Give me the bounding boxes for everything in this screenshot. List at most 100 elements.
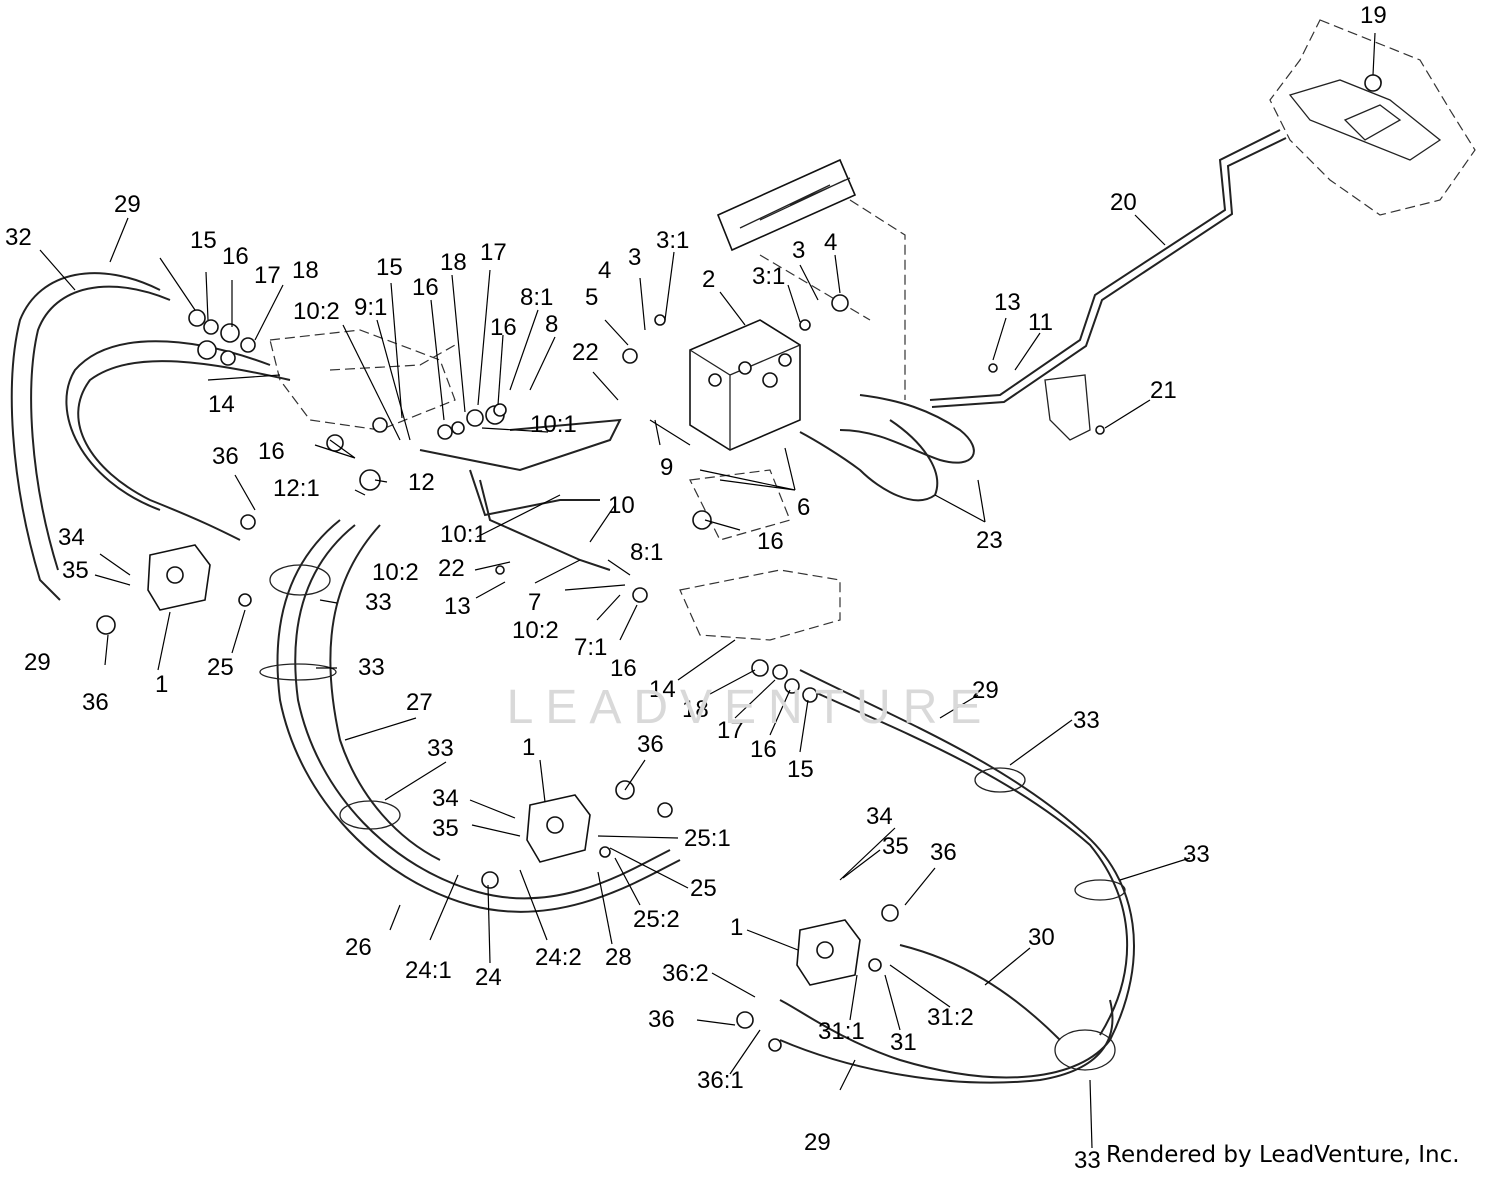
callout-label: 36 bbox=[212, 443, 239, 470]
callout-label: 17 bbox=[254, 262, 281, 289]
callout-label: 1 bbox=[522, 734, 535, 761]
callout-label: 19 bbox=[1360, 2, 1387, 29]
side-bracket bbox=[1044, 374, 1091, 441]
callout-label: 17 bbox=[717, 717, 744, 744]
callout-label: 10:1 bbox=[440, 521, 487, 548]
callout-labels: 19 20 29 32 15 16 17 18 15 16 18 17 10:2… bbox=[5, 2, 1387, 1174]
callout-label: 16 bbox=[490, 314, 517, 341]
callout-label: 29 bbox=[804, 1129, 831, 1156]
callout-label: 7 bbox=[528, 589, 541, 616]
control-valve bbox=[689, 319, 801, 451]
callout-label: 15 bbox=[376, 254, 403, 281]
callout-label: 31:1 bbox=[818, 1018, 865, 1045]
callout-label: 27 bbox=[406, 689, 433, 716]
callout-label: 16 bbox=[222, 243, 249, 270]
leader-lines bbox=[39, 32, 1376, 1149]
callout-label: 22 bbox=[572, 339, 599, 366]
callout-label: 1 bbox=[155, 671, 168, 698]
callout-label: 33 bbox=[1074, 1147, 1101, 1174]
callout-label: 20 bbox=[1110, 189, 1137, 216]
callout-label: 3:1 bbox=[656, 227, 689, 254]
callout-label: 25:1 bbox=[684, 825, 731, 852]
callout-label: 33 bbox=[358, 654, 385, 681]
motor-left bbox=[147, 544, 211, 611]
callout-label: 34 bbox=[432, 785, 459, 812]
hoses-23 bbox=[799, 394, 975, 502]
callout-label: 16 bbox=[412, 274, 439, 301]
callout-label: 30 bbox=[1028, 924, 1055, 951]
callout-label: 29 bbox=[24, 649, 51, 676]
watermark: LEADVENTURE bbox=[506, 681, 994, 734]
callout-label: 12:1 bbox=[273, 475, 320, 502]
center-bracket bbox=[679, 469, 841, 641]
callout-label: 10:2 bbox=[293, 298, 340, 325]
callout-label: 16 bbox=[757, 528, 784, 555]
callout-label: 35 bbox=[62, 557, 89, 584]
callout-label: 29 bbox=[114, 191, 141, 218]
callout-label: 15 bbox=[190, 227, 217, 254]
main-hose-bundle bbox=[276, 519, 1135, 1084]
callout-label: 14 bbox=[649, 676, 676, 703]
callout-label: 3 bbox=[628, 244, 641, 271]
callout-label: 24:1 bbox=[405, 957, 452, 984]
callout-label: 36 bbox=[930, 839, 957, 866]
callout-label: 25 bbox=[207, 654, 234, 681]
callout-label: 5 bbox=[585, 284, 598, 311]
callout-label: 16 bbox=[750, 736, 777, 763]
callout-label: 10:1 bbox=[530, 411, 577, 438]
callout-label: 33 bbox=[1183, 841, 1210, 868]
rear-frame-bracket bbox=[1269, 19, 1476, 216]
rendered-by-credit: Rendered by LeadVenture, Inc. bbox=[1106, 1142, 1460, 1168]
callout-label: 4 bbox=[824, 229, 837, 256]
left-bracket bbox=[269, 329, 456, 431]
left-hoses bbox=[10, 272, 291, 601]
callout-label: 26 bbox=[345, 934, 372, 961]
callout-label: 24:2 bbox=[535, 944, 582, 971]
callout-label: 18 bbox=[440, 249, 467, 276]
callout-label: 33 bbox=[365, 589, 392, 616]
callout-label: 24 bbox=[475, 964, 502, 991]
rigid-tubes-10 bbox=[419, 418, 622, 571]
fittings bbox=[96, 74, 1382, 1052]
callout-label: 9:1 bbox=[354, 294, 387, 321]
callout-label: 29 bbox=[972, 677, 999, 704]
callout-label: 33 bbox=[1073, 707, 1100, 734]
callout-label: 36 bbox=[82, 689, 109, 716]
callout-label: 8:1 bbox=[630, 539, 663, 566]
callout-label: 6 bbox=[797, 494, 810, 521]
callout-label: 16 bbox=[258, 438, 285, 465]
callout-label: 34 bbox=[866, 803, 893, 830]
callout-label: 21 bbox=[1150, 377, 1177, 404]
callout-label: 17 bbox=[480, 239, 507, 266]
callout-label: 12 bbox=[408, 469, 435, 496]
callout-label: 36 bbox=[637, 731, 664, 758]
callout-label: 35 bbox=[882, 833, 909, 860]
callout-label: 16 bbox=[610, 655, 637, 682]
callout-label: 3:1 bbox=[752, 263, 785, 290]
callout-label: 8 bbox=[545, 311, 558, 338]
callout-label: 36:1 bbox=[697, 1067, 744, 1094]
callout-label: 10:2 bbox=[372, 559, 419, 586]
callout-label: 1 bbox=[730, 914, 743, 941]
callout-label: 36 bbox=[648, 1006, 675, 1033]
motor-right bbox=[796, 919, 861, 986]
callout-label: 13 bbox=[994, 289, 1021, 316]
callout-label: 31:2 bbox=[927, 1004, 974, 1031]
callout-label: 22 bbox=[438, 555, 465, 582]
callout-label: 28 bbox=[605, 944, 632, 971]
callout-label: 23 bbox=[976, 527, 1003, 554]
callout-label: 14 bbox=[208, 391, 235, 418]
callout-label: 4 bbox=[598, 257, 611, 284]
callout-label: 10:2 bbox=[512, 617, 559, 644]
clamps-33 bbox=[259, 564, 1126, 1071]
callout-label: 3 bbox=[792, 237, 805, 264]
rigid-tube-20 bbox=[929, 129, 1287, 408]
callout-label: 31 bbox=[890, 1029, 917, 1056]
callout-label: 18 bbox=[682, 696, 709, 723]
callout-label: 18 bbox=[292, 257, 319, 284]
motor-center bbox=[526, 794, 591, 863]
callout-label: 25 bbox=[690, 875, 717, 902]
callout-label: 25:2 bbox=[633, 906, 680, 933]
callout-label: 13 bbox=[444, 593, 471, 620]
